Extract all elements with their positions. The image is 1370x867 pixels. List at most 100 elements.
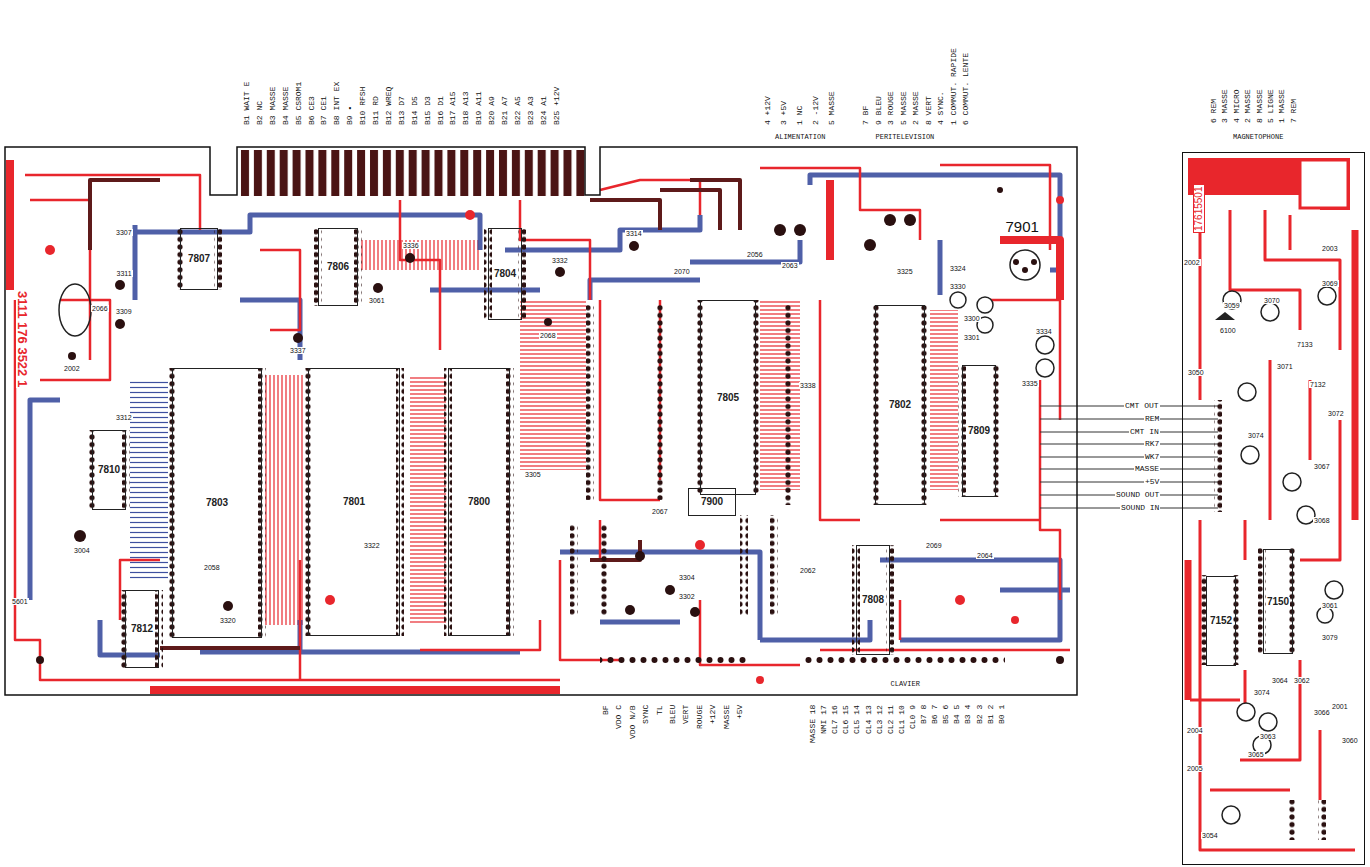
signal-name: CMT IN [1129, 428, 1160, 436]
part-number: 3071 [1276, 363, 1294, 370]
part-number: 3324 [949, 265, 967, 272]
pin-name: B15 D3 [424, 95, 432, 126]
pin-name: 2 MASSE [912, 90, 920, 126]
pin-name: 1 COMMUT. RAPIDE [950, 47, 958, 126]
pin-name: 5 LIGNE [1267, 88, 1275, 124]
part-number: 7901 [1005, 219, 1040, 234]
wire-line [1077, 469, 1182, 470]
cable-wire [1077, 482, 1182, 483]
chip-number: 7150 [1266, 597, 1290, 607]
pin-name: B5 6 [942, 704, 950, 725]
pin-name: B10 RFSH [359, 86, 367, 126]
pin-name: CL4 13 [865, 704, 873, 735]
pin-name: CL5 14 [853, 704, 861, 735]
signal-name: WK7 [1144, 453, 1160, 461]
pin-name: 4 MICRO [1233, 88, 1241, 124]
part-number: 2068 [539, 332, 557, 339]
ic-chip: 7805 [700, 300, 756, 495]
part-number: 7133 [1296, 341, 1314, 348]
part-number: 3070 [1263, 297, 1281, 304]
part-number: 3307 [115, 229, 133, 236]
ic-chip: 7152 [1206, 576, 1236, 666]
chip-number: 7900 [700, 497, 724, 507]
pin-name: 7 BF [862, 105, 870, 126]
pin-name: 3 +5V [780, 100, 788, 126]
cable-wire [1077, 469, 1182, 470]
part-number: 3320 [219, 617, 237, 624]
part-number: 2063 [781, 262, 799, 269]
part-number: 7132 [1309, 381, 1327, 388]
chip-number: 7803 [205, 498, 229, 508]
pin-name: CL0 9 [909, 704, 917, 730]
pin-name: B0 1 [998, 704, 1006, 725]
pin-name: B2 NC [256, 100, 264, 126]
part-number: 3068 [1313, 517, 1331, 524]
pin-name: B21 A7 [501, 95, 509, 126]
pin-name: +5V [736, 704, 744, 720]
connector-title: ALIMENTATION [774, 134, 826, 141]
pin-name: B7 8 [920, 704, 928, 725]
chip-number: 7806 [326, 262, 350, 272]
pin-name: 8 VERT [925, 95, 933, 126]
pin-name: 9 BLEU [875, 95, 883, 126]
pin-name: B3 4 [964, 704, 972, 725]
ic-chip: 7804 [488, 228, 522, 320]
ic-chip: 7808 [856, 545, 890, 655]
signal-name: SOUND IN [1120, 504, 1160, 512]
part-number: 3330 [949, 283, 967, 290]
part-number: 3305 [524, 471, 542, 478]
pin-name: 3 MASSE [1221, 88, 1229, 124]
ic-chip: 7802 [875, 305, 925, 505]
ic-chip: 7803 [172, 368, 262, 638]
pin-name: CL7 16 [831, 704, 839, 735]
part-number: 3061 [368, 297, 386, 304]
part-number: 2003 [1321, 245, 1339, 252]
wire-line [1077, 419, 1182, 420]
part-number: 2066 [91, 305, 109, 312]
pin-name: B9 • [346, 105, 354, 126]
cable-wire [1077, 457, 1182, 458]
part-number: 3061 [1321, 602, 1339, 609]
pin-name: 4 SYNC. [937, 90, 945, 126]
signal-name: CMT OUT [1124, 402, 1160, 410]
pin-name: 3 ROUGE [887, 90, 895, 126]
part-number: 2064 [976, 552, 994, 559]
chip-number: 7809 [967, 426, 991, 436]
pin-name: CL2 11 [887, 704, 895, 735]
pin-name: B6 CE3 [308, 95, 316, 126]
connector-title: MAGNETOPHONE [1232, 134, 1284, 141]
pin-name: MASSE [723, 704, 731, 730]
connector-title: PERITELEVISION [875, 134, 936, 141]
ic-chip: 7810 [92, 430, 126, 510]
part-number: 2070 [673, 268, 691, 275]
part-number: 2058 [203, 564, 221, 571]
pin-name: B23 A3 [527, 95, 535, 126]
part-number: 2001 [1331, 703, 1349, 710]
part-number: 3054 [1201, 832, 1219, 839]
part-number: 3338 [799, 382, 817, 389]
part-number: 3050 [1187, 369, 1205, 376]
part-number: 3300 [963, 315, 981, 322]
ic-chip: 7801 [308, 368, 400, 636]
pin-name: 6 COMMUT. LENTE [962, 52, 970, 126]
part-number: 3059 [1223, 302, 1241, 309]
part-number: 3304 [678, 574, 696, 581]
chip-number: 7152 [1209, 616, 1233, 626]
cable-wire [1077, 444, 1182, 445]
part-number: 3066 [1313, 709, 1331, 716]
pin-name: B1 WAIT E [243, 81, 251, 126]
circuit-board: 17615501 7152 7150 [1182, 152, 1365, 865]
board-number: 17615501 [1193, 185, 1205, 234]
pin-name: ROUGE [696, 704, 704, 730]
part-number: 3062 [1293, 677, 1311, 684]
part-number: 2004 [1186, 727, 1204, 734]
pin-name: NMI 17 [820, 704, 828, 735]
part-number: 3311 [116, 270, 133, 277]
pin-name: 2 -12V [812, 95, 820, 126]
ic-chip: 7800 [448, 368, 510, 636]
part-number: 2056 [746, 251, 764, 258]
pin-name: +12V [709, 704, 717, 725]
part-number: 3004 [73, 547, 91, 554]
pin-name: B8 INT EX [333, 81, 341, 126]
pin-name: B20 A9 [488, 95, 496, 126]
